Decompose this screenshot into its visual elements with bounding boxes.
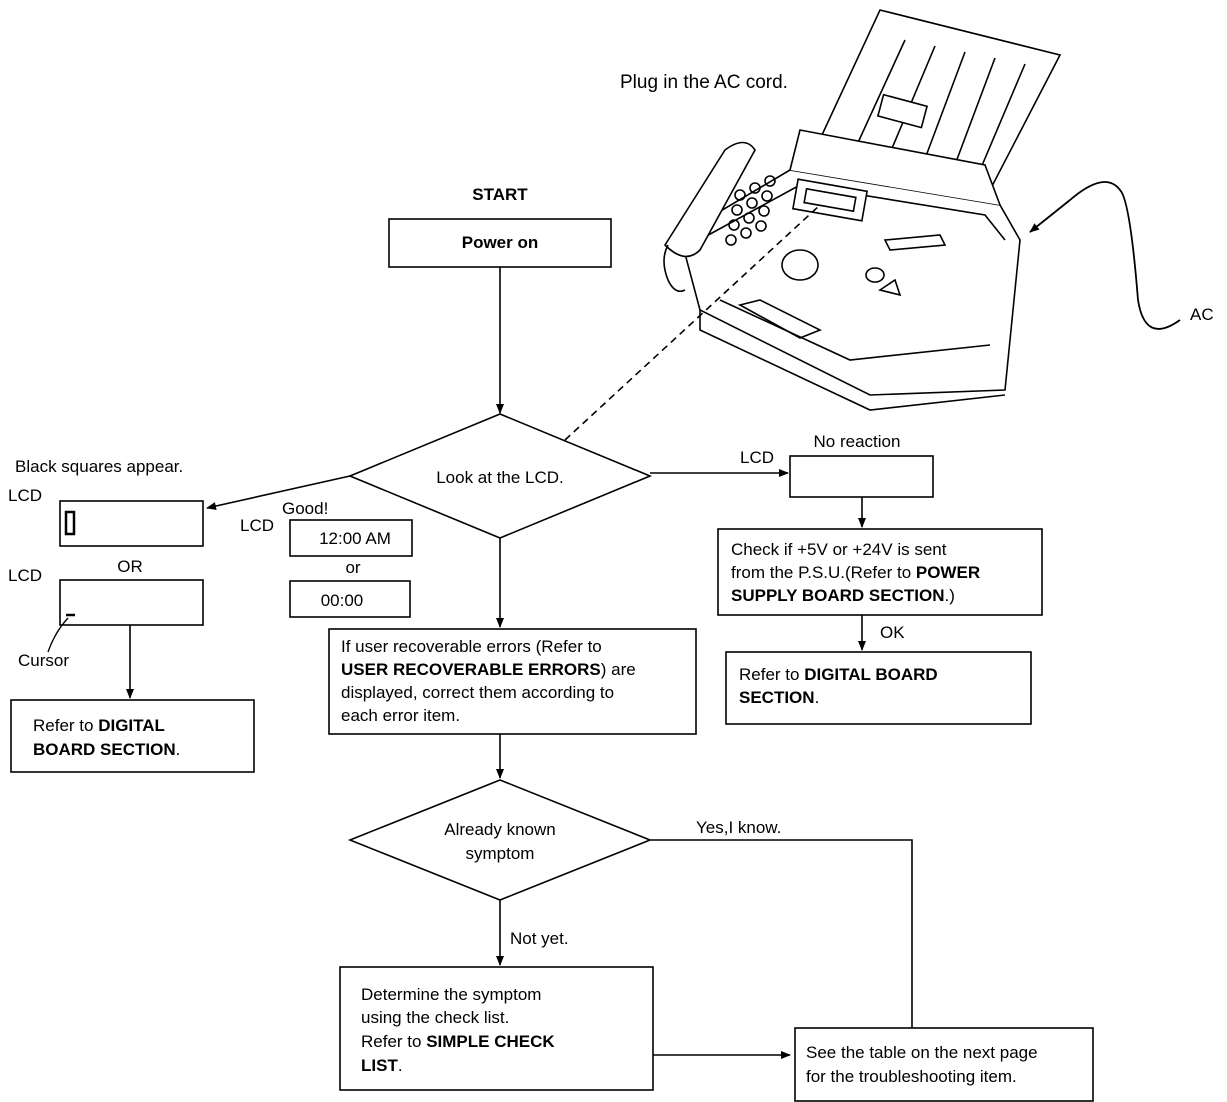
ac-cord: [1029, 181, 1181, 330]
arrow-yes-path: [650, 839, 916, 1054]
or-label-middle: or: [345, 558, 360, 577]
or-label-left: OR: [117, 557, 143, 576]
already-known-diamond: [347, 779, 653, 901]
fax-machine-illustration: [663, 9, 1062, 411]
good-label: Good!: [282, 499, 328, 518]
known-line1: Already known: [444, 820, 556, 839]
ok-label: OK: [880, 623, 905, 642]
yes-label: Yes,I know.: [696, 818, 781, 837]
check-psu-box: [717, 528, 1043, 616]
time-12h-label: 12:00 AM: [319, 529, 391, 548]
lcd-label-2: LCD: [8, 566, 42, 585]
lcd-no-reaction-box: [789, 455, 934, 498]
determine-symptom-box: [339, 966, 654, 1091]
determine-line3: Refer to SIMPLE CHECK: [361, 1032, 555, 1051]
refer-digital-line1-right: Refer to DIGITAL BOARD: [739, 665, 938, 684]
user-errors-box: [328, 628, 697, 735]
refer-digital-line2-left: BOARD SECTION.: [33, 740, 180, 759]
lcd-time-box-24h: [289, 580, 411, 618]
refer-digital-line2-right: SECTION.: [739, 688, 819, 707]
no-reaction-label: No reaction: [814, 432, 901, 451]
time-24h-label: 00:00: [321, 591, 364, 610]
errors-line3: displayed, correct them according to: [341, 683, 614, 702]
determine-line1: Determine the symptom: [361, 985, 541, 1004]
lcd-label-1: LCD: [8, 486, 42, 505]
cursor-pointer-line: [47, 617, 69, 653]
refer-digital-box-left: [10, 699, 255, 773]
cursor-label: Cursor: [18, 651, 69, 670]
refer-digital-line1-left: Refer to DIGITAL: [33, 716, 165, 735]
errors-line2: USER RECOVERABLE ERRORS) are: [341, 660, 636, 679]
see-table-line2: for the troubleshooting item.: [806, 1067, 1017, 1086]
errors-line4: each error item.: [341, 706, 460, 725]
check-line2: from the P.S.U.(Refer to POWER: [731, 563, 980, 582]
plug-in-label: Plug in the AC cord.: [620, 72, 788, 93]
black-square-icon: [64, 510, 76, 536]
lcd-cursor-box: [59, 579, 204, 626]
arrow-to-black-squares: [206, 475, 351, 510]
errors-line1: If user recoverable errors (Refer to: [341, 637, 602, 656]
known-line2: symptom: [466, 844, 535, 863]
lcd-label-right: LCD: [740, 448, 774, 467]
see-table-box: [794, 1027, 1094, 1102]
power-on-label: Power on: [462, 233, 539, 252]
refer-digital-box-right: [725, 651, 1032, 725]
lcd-black-square-box: [59, 500, 204, 547]
look-lcd-label: Look at the LCD.: [436, 468, 564, 487]
power-on-box: [388, 218, 612, 268]
not-yet-label: Not yet.: [510, 929, 569, 948]
lcd-label-good: LCD: [240, 516, 274, 535]
determine-line4: LIST.: [361, 1056, 403, 1075]
lcd-time-box-12h: [289, 519, 413, 557]
determine-line2: using the check list.: [361, 1008, 509, 1027]
check-line1: Check if +5V or +24V is sent: [731, 540, 947, 559]
start-label: START: [472, 185, 528, 204]
check-line3: SUPPLY BOARD SECTION.): [731, 586, 955, 605]
lcd-pointer-line: [564, 204, 821, 441]
see-table-line1: See the table on the next page: [806, 1043, 1038, 1062]
black-squares-label: Black squares appear.: [15, 457, 183, 476]
ac-label: AC: [1190, 305, 1214, 324]
